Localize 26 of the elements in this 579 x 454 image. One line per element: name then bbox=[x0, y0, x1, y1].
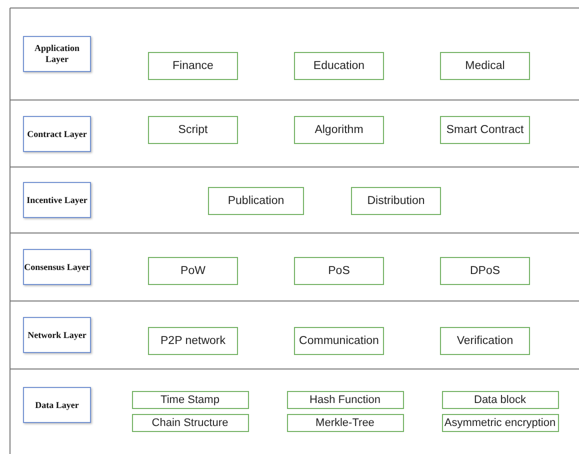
component-box: Distribution bbox=[351, 187, 441, 215]
component-box: Education bbox=[294, 52, 384, 80]
component-box: Publication bbox=[208, 187, 304, 215]
component-box: Communication bbox=[294, 327, 384, 355]
component-box: Smart Contract bbox=[440, 116, 530, 144]
component-box: Script bbox=[148, 116, 238, 144]
layer-label-box: Data Layer bbox=[23, 387, 91, 423]
component-box: Chain Structure bbox=[132, 414, 248, 432]
layer-label-box: Consensus Layer bbox=[23, 249, 91, 285]
layer-label-box: Contract Layer bbox=[23, 116, 91, 152]
component-box: Asymmetric encryption bbox=[442, 414, 558, 432]
component-box: P2P network bbox=[148, 327, 238, 355]
component-box: Time Stamp bbox=[132, 391, 248, 409]
component-box: Verification bbox=[440, 327, 530, 355]
component-box: Algorithm bbox=[294, 116, 384, 144]
component-box: PoW bbox=[148, 257, 238, 285]
component-box: Data block bbox=[442, 391, 558, 409]
component-box: Finance bbox=[148, 52, 238, 80]
layer-label-box: Network Layer bbox=[23, 317, 91, 353]
component-box: Hash Function bbox=[286, 391, 404, 409]
layer-label-box: Application Layer bbox=[23, 36, 91, 72]
component-box: Medical bbox=[440, 52, 530, 80]
component-box: PoS bbox=[294, 257, 384, 285]
layer-label-box: Incentive Layer bbox=[23, 182, 91, 218]
component-box: DPoS bbox=[440, 257, 530, 285]
component-box: Merkle-Tree bbox=[286, 414, 404, 432]
